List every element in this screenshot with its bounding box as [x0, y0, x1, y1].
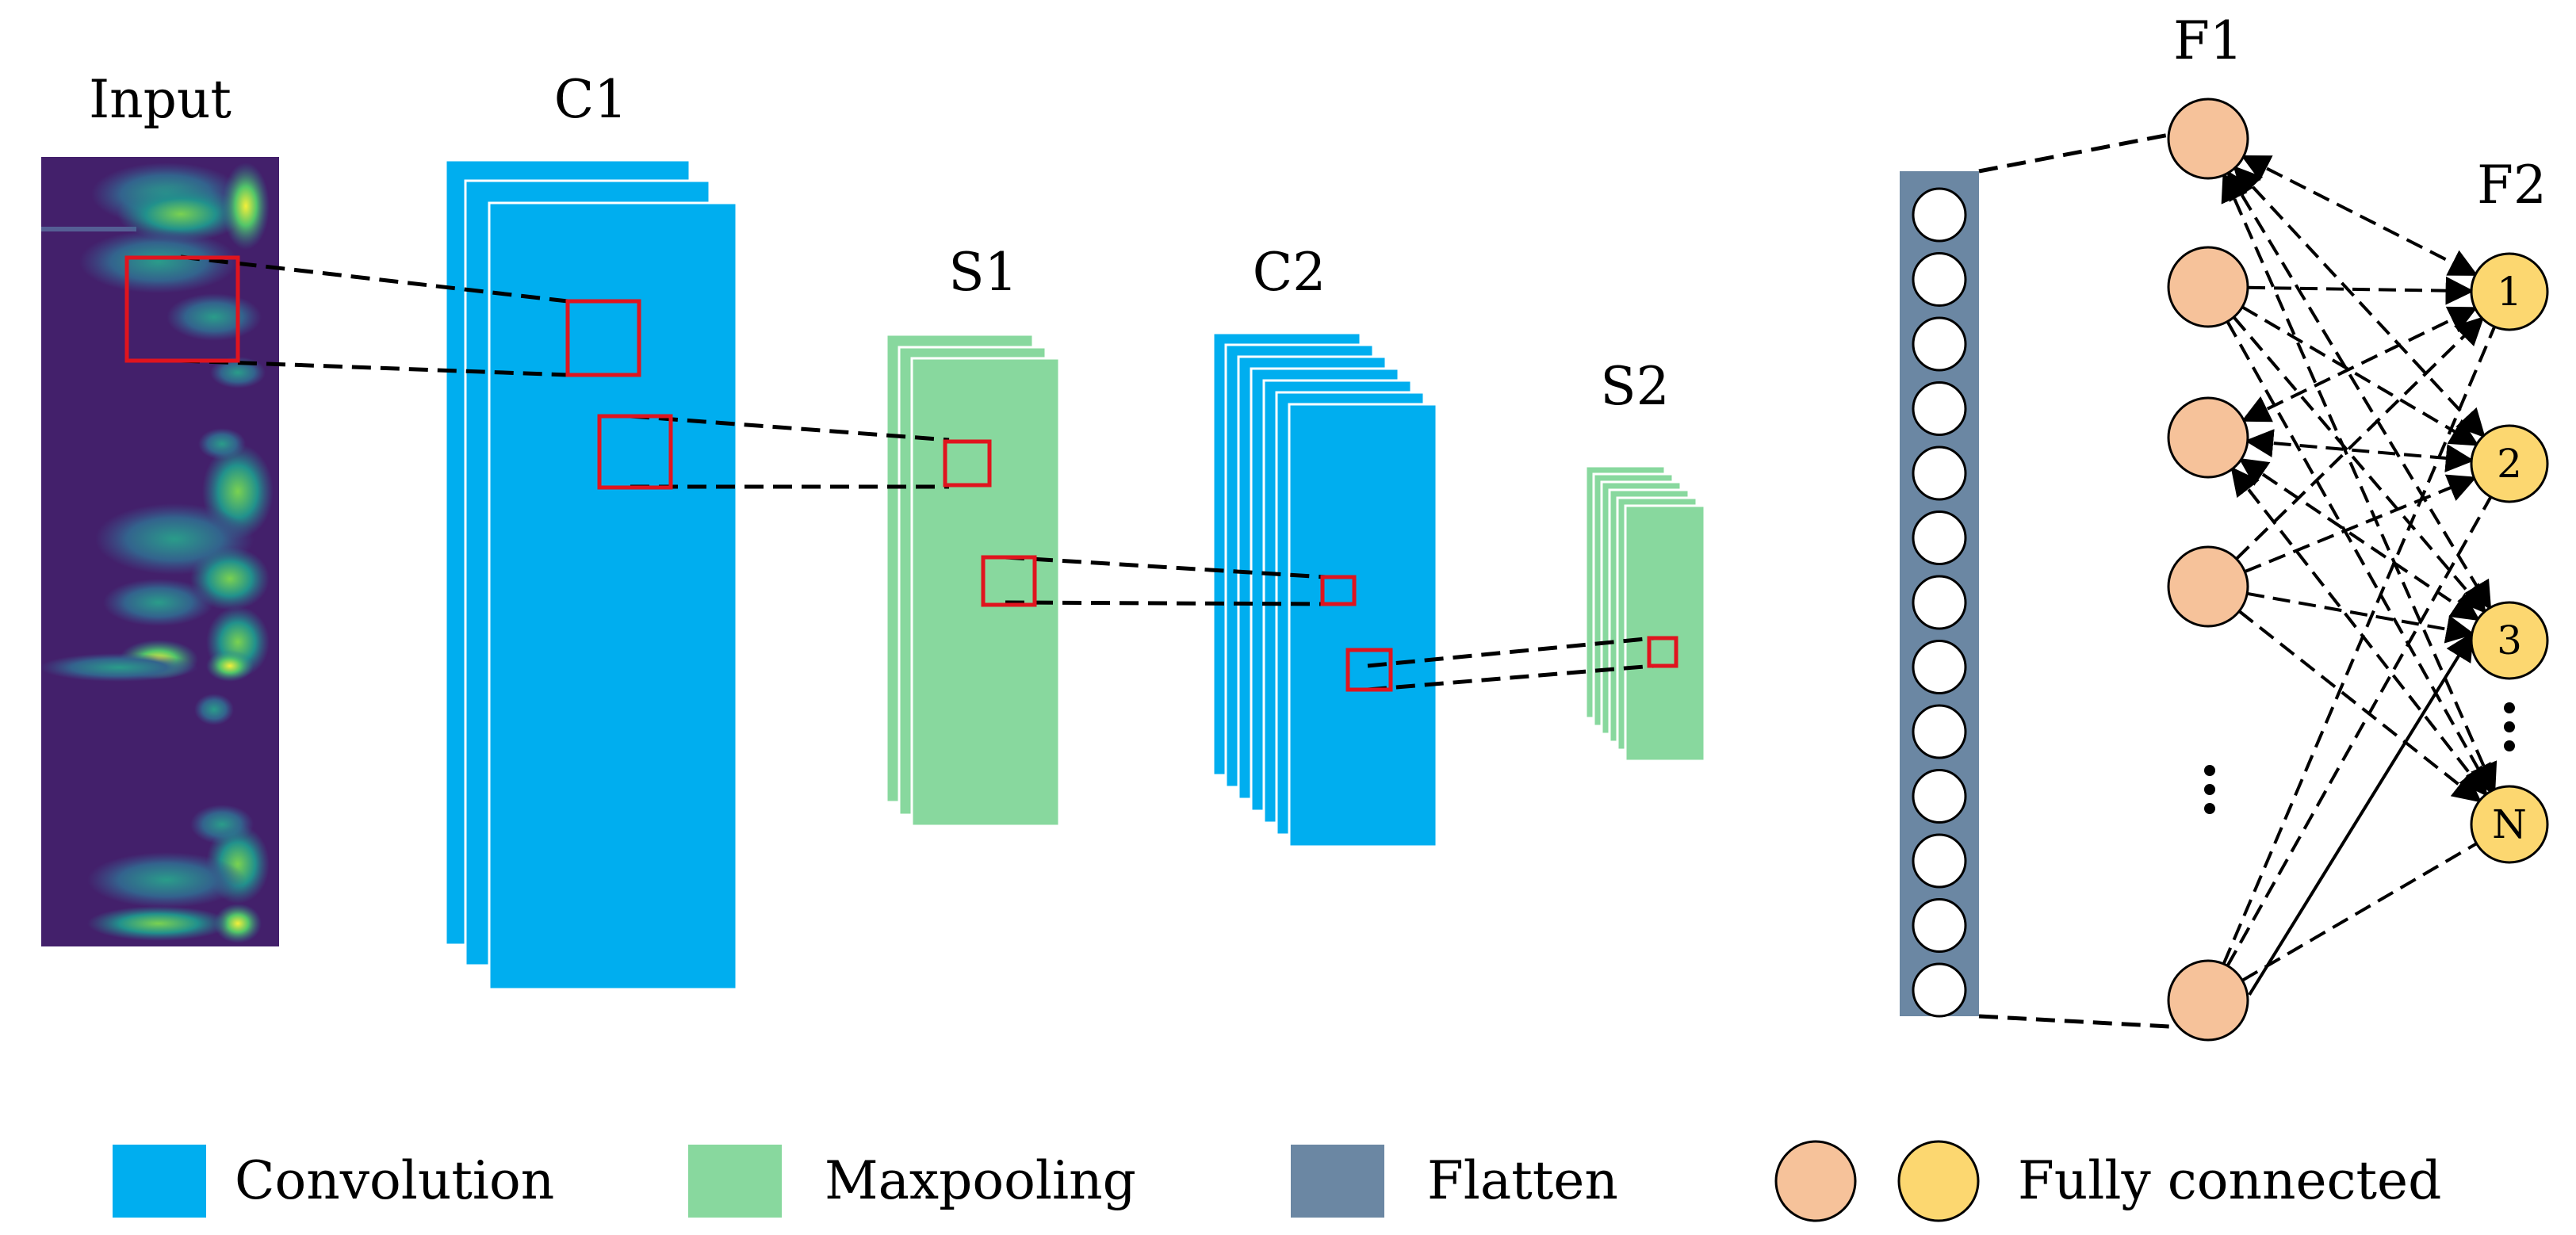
f2-label: F2 [2477, 155, 2547, 216]
c1-feature-maps [444, 159, 738, 991]
flatten-unit [1912, 640, 1967, 694]
fc-link [2226, 495, 2493, 967]
f1-label: F1 [2173, 10, 2243, 71]
flatten-unit [1912, 510, 1967, 565]
fc-link [2237, 610, 2482, 803]
flatten-unit [1912, 316, 1967, 372]
fc-link [2241, 305, 2479, 446]
legend-convolution-label: Convolution [235, 1150, 554, 1211]
s2-label: S2 [1600, 356, 1669, 417]
legend-convolution-swatch [113, 1145, 206, 1218]
flatten-unit [1912, 187, 1967, 243]
c1-label: C1 [554, 69, 628, 130]
fc-link [2247, 276, 2475, 305]
f1-layer [2167, 98, 2249, 1042]
legend-f2-swatch [1897, 1140, 1980, 1222]
fc-link [2238, 457, 2481, 621]
f2-node-1-label: 1 [2497, 269, 2522, 315]
c1-kernel-box [565, 299, 641, 377]
f1-node [2167, 98, 2249, 180]
flatten-unit [1912, 962, 1967, 1018]
fc-link [2233, 166, 2486, 438]
receptive-field-projections [180, 254, 1655, 692]
flatten-to-f1-lines [1978, 132, 2170, 1029]
flatten-unit [1912, 833, 1967, 889]
fc-link [2232, 315, 2487, 614]
legend-fully-connected-label: Fully connected [2018, 1150, 2441, 1211]
c2-kernel-box [1320, 575, 1357, 606]
c2-feature-maps [1211, 331, 1438, 848]
s2-kernel-box [1647, 636, 1678, 668]
f1-node [2167, 545, 2249, 628]
c2-label: C2 [1253, 242, 1326, 303]
flatten-unit [1912, 445, 1967, 501]
fc-link [2222, 326, 2497, 965]
fully-connected-links [2221, 155, 2498, 982]
f2-ellipsis [2504, 702, 2515, 751]
s1-kernel-box [943, 439, 992, 488]
fc-link [2221, 172, 2498, 793]
f2-node-n [2470, 785, 2549, 864]
f1-node [2167, 246, 2249, 328]
input-spectrogram [40, 157, 279, 946]
fc-link [2230, 466, 2488, 797]
s1-label: S1 [948, 242, 1017, 303]
flatten-unit [1912, 769, 1967, 824]
c2-pool-box [1345, 648, 1393, 692]
flatten-unit [1912, 898, 1967, 953]
legend-f1-swatch [1774, 1140, 1857, 1222]
f2-node-3 [2470, 601, 2549, 680]
fc-link [2246, 591, 2475, 644]
f2-layer: 1 2 3 N [2470, 252, 2549, 864]
legend: Convolution Maxpooling Flatten Fully con… [113, 1140, 2441, 1222]
f1-node [2167, 396, 2249, 479]
s2-feature-maps [1584, 465, 1706, 763]
kernel-boxes [124, 255, 1678, 692]
f1-ellipsis [2204, 765, 2215, 814]
fc-link [2244, 474, 2477, 573]
legend-flatten-label: Flatten [1427, 1150, 1618, 1211]
f2-node-n-label: N [2492, 801, 2527, 847]
flatten-unit [1912, 381, 1967, 436]
flatten-unit [1912, 704, 1967, 759]
s1-conv-box [981, 555, 1037, 607]
fc-link [2245, 429, 2475, 472]
fc-link [2226, 320, 2493, 794]
c1-pool-box [597, 414, 673, 490]
f2-node-3-label: 3 [2497, 618, 2522, 663]
legend-flatten-swatch [1291, 1145, 1384, 1218]
f1-node [2167, 959, 2249, 1042]
f2-node-2-label: 2 [2497, 441, 2522, 487]
fc-link [2241, 306, 2478, 422]
legend-maxpooling-swatch [688, 1145, 782, 1218]
input-label: Input [89, 69, 232, 130]
fc-solid-link [2248, 631, 2474, 996]
legend-maxpooling-label: Maxpooling [825, 1150, 1136, 1211]
input-kernel-box [124, 255, 240, 363]
f2-node-1 [2470, 252, 2549, 331]
f2-node-2 [2470, 424, 2549, 503]
flatten-unit [1912, 575, 1967, 630]
fc-link [2235, 316, 2485, 560]
fc-link [2241, 842, 2478, 982]
flatten-layer [1900, 171, 1979, 1018]
flatten-unit [1912, 252, 1967, 307]
